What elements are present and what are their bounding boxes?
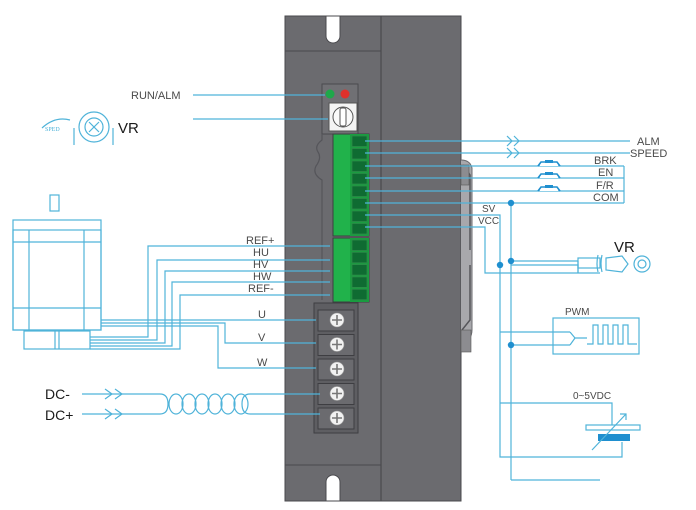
run-led: [325, 89, 335, 99]
hall-pin: [351, 251, 368, 264]
pwm-label: PWM: [565, 307, 589, 318]
driver-unit: [284, 15, 473, 502]
vr-connector-icon: [577, 254, 651, 273]
vr-label-left: VR: [118, 120, 139, 137]
signal-pin: [351, 198, 368, 210]
signal-pin: [351, 135, 368, 147]
hall-pin: [351, 264, 368, 276]
switch-actuator: [545, 185, 553, 188]
hv-label: HV: [253, 259, 269, 271]
en-label: EN: [598, 167, 613, 179]
hall-pin: [351, 288, 368, 301]
driver-body: [284, 15, 462, 502]
switch-gap: [540, 173, 558, 178]
com-label: COM: [593, 192, 619, 204]
hu-label: HU: [253, 247, 269, 259]
speed-label: SPEED: [630, 148, 667, 160]
screw-slot: [332, 413, 342, 423]
signal-pin: [351, 210, 368, 222]
screw-slot: [332, 388, 342, 399]
signal-pin: [351, 160, 368, 172]
signal-pin: [351, 223, 368, 235]
vcc-label: VCC: [478, 216, 499, 227]
screw-slot: [332, 364, 342, 374]
dc-input-wires: [82, 388, 320, 420]
screw-slot: [332, 315, 342, 325]
voltage-range-label: 0~5VDC: [573, 391, 611, 402]
twisted-pair-loop: [207, 393, 223, 415]
dc-minus-label: DC-: [45, 386, 70, 402]
motor-wires: [90, 245, 330, 369]
top-mounting-slot: [325, 15, 341, 44]
run-alm-label: RUN/ALM: [131, 90, 181, 102]
junction-dot: [507, 257, 515, 265]
switch-gap: [540, 186, 558, 191]
w-label: W: [257, 357, 268, 369]
signal-pin: [351, 185, 368, 197]
brk-label: BRK: [594, 155, 617, 167]
hall-terminal-block: [332, 237, 370, 303]
twisted-pair-loop: [194, 393, 210, 415]
spd-label: SPED: [45, 127, 60, 133]
junction-dot: [507, 199, 515, 207]
screw-slot: [332, 339, 342, 350]
din-rail-clip: [460, 159, 473, 353]
sv-label: SV: [482, 204, 496, 215]
signal-pin: [351, 148, 368, 160]
ref-plus-label: REF+: [246, 235, 274, 247]
speed-knob-icon: SPED: [41, 111, 114, 145]
bldc-motor: [12, 194, 102, 350]
switch-actuator: [545, 172, 553, 175]
ref-minus-label: REF-: [248, 283, 274, 295]
fr-label: F/R: [596, 180, 614, 192]
alm-led: [340, 89, 350, 99]
u-label: U: [258, 309, 266, 321]
twisted-pair-loop: [168, 393, 184, 415]
variable-voltage-source-icon: [585, 413, 641, 451]
junction-dot: [507, 341, 515, 349]
pwm-waveform-icon: [587, 324, 637, 345]
switch-gap: [540, 161, 558, 166]
twisted-pair-loop: [220, 393, 236, 415]
hall-pin: [351, 239, 368, 251]
v-label: V: [258, 332, 266, 344]
bottom-mounting-slot: [325, 474, 341, 502]
junction-dots: [496, 199, 515, 349]
hall-pin: [351, 276, 368, 288]
twisted-pair-loop: [181, 393, 197, 415]
hw-label: HW: [253, 271, 272, 283]
alm-label: ALM: [637, 136, 660, 148]
signal-terminal-block: [332, 133, 370, 237]
dc-plus-label: DC+: [45, 407, 73, 423]
junction-dot: [496, 261, 504, 269]
twisted-pair-loop: [233, 393, 249, 415]
vr-label-right: VR: [614, 239, 635, 256]
signal-pin: [351, 173, 368, 185]
switch-actuator: [545, 160, 553, 163]
control-wires: [365, 135, 640, 481]
power-terminal-block: [313, 302, 359, 434]
